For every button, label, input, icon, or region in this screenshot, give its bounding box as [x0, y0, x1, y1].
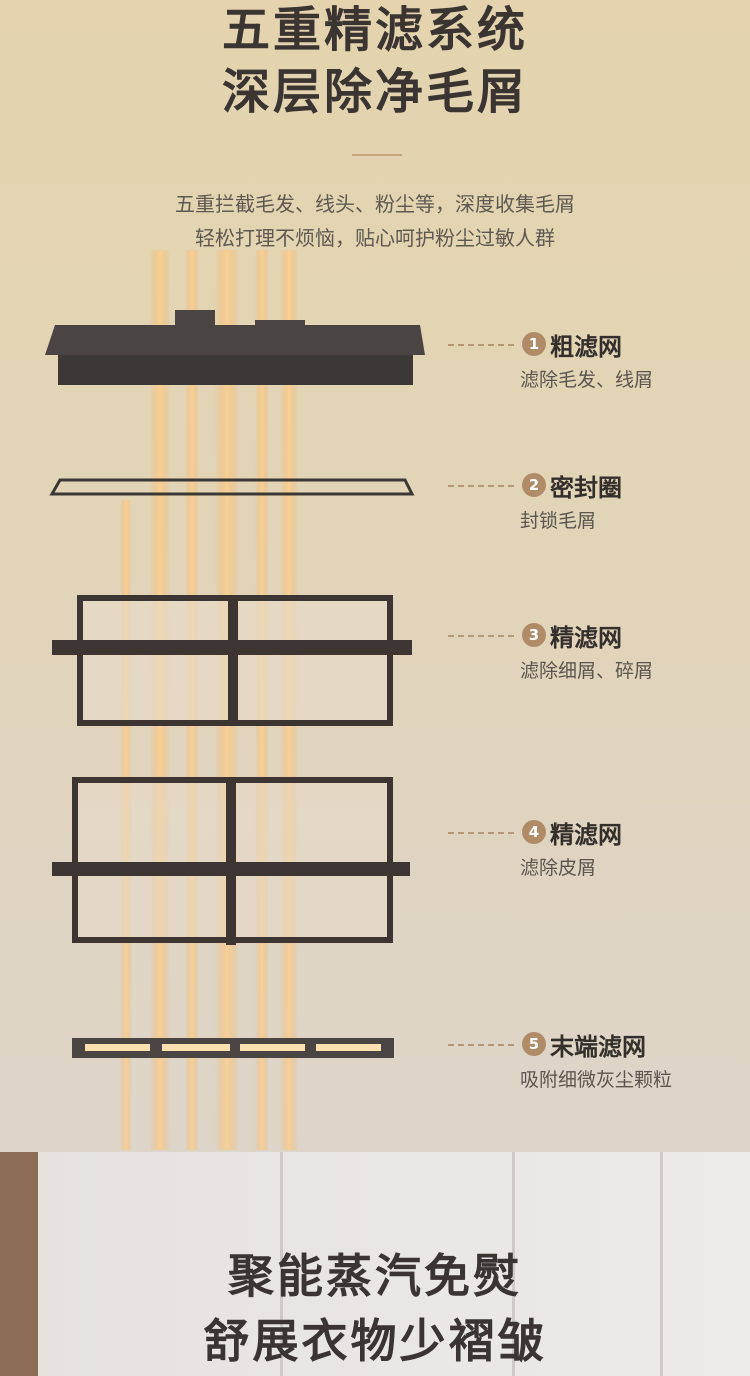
- headline-line1: 五重精滤系统: [221, 2, 528, 58]
- subtitle-line1: 五重拦截毛发、线头、粉尘等，深度收集毛屑: [175, 192, 575, 216]
- filter-exploded-illustration: [45, 250, 425, 1150]
- seal-ring: [49, 478, 415, 496]
- filter-name: 粗滤网: [550, 333, 622, 361]
- step-number-badge: 5: [522, 1032, 546, 1056]
- filter-name: 精滤网: [550, 624, 622, 652]
- wardrobe-panel-line: [512, 1152, 515, 1376]
- filter-desc: 滤除毛发、线屑: [520, 369, 654, 391]
- fine-filter-1: [52, 595, 412, 726]
- filter-desc: 滤除细屑、碎屑: [520, 660, 654, 682]
- filter-desc: 吸附细微灰尘颗粒: [520, 1069, 673, 1091]
- fine-filter-2: [52, 777, 410, 945]
- leader-line: [448, 344, 514, 346]
- step-number-badge: 1: [522, 332, 546, 356]
- wardrobe-panel-line: [280, 1152, 283, 1376]
- step-number-badge: 2: [522, 473, 546, 497]
- section-headline-line2: 舒展衣物少褶皱: [203, 1314, 547, 1368]
- filter-name: 末端滤网: [550, 1033, 646, 1061]
- coarse-filter: [45, 310, 425, 385]
- divider: [352, 154, 402, 156]
- filter-name: 精滤网: [550, 821, 622, 849]
- headline-line2: 深层除净毛屑: [221, 64, 528, 120]
- step-number-badge: 4: [522, 820, 546, 844]
- step-number-badge: 3: [522, 623, 546, 647]
- subtitle-line2: 轻松打理不烦恼，贴心呵护粉尘过敏人群: [195, 226, 555, 250]
- filter-desc: 封锁毛屑: [520, 510, 597, 532]
- filter-desc: 滤除皮屑: [520, 857, 597, 879]
- wardrobe-panel-line: [660, 1152, 663, 1376]
- leader-line: [448, 832, 514, 834]
- section-headline-line1: 聚能蒸汽免熨: [228, 1249, 522, 1303]
- leader-line: [448, 485, 514, 487]
- filter-name: 密封圈: [550, 474, 622, 502]
- end-filter: [72, 1038, 394, 1058]
- leader-line: [448, 635, 514, 637]
- wardrobe-background-photo: [0, 1152, 750, 1376]
- leader-line: [448, 1044, 514, 1046]
